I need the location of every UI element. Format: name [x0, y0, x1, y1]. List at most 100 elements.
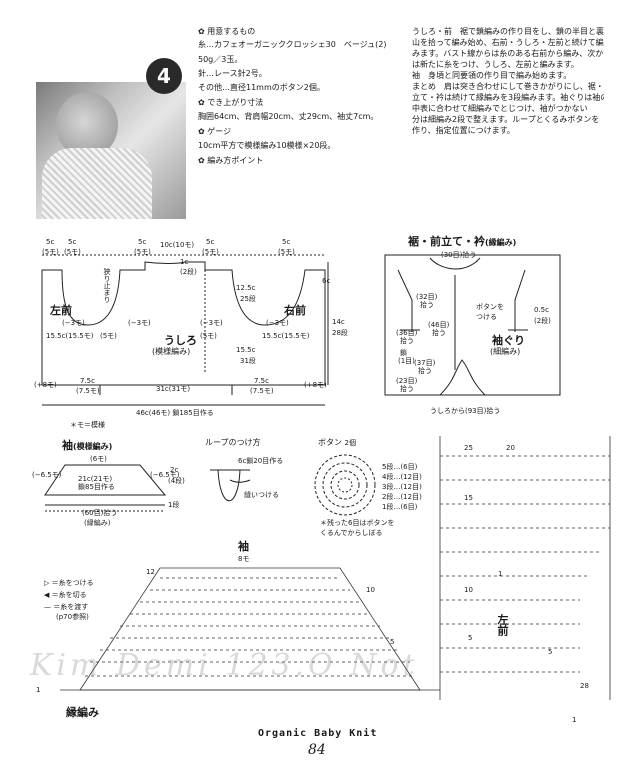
- edge-r3b: 拾う: [432, 329, 446, 337]
- left-front-label: 左前: [50, 304, 72, 317]
- edge-r5: (37目): [414, 359, 436, 367]
- page-number: 84: [308, 742, 326, 758]
- front-row-1b: 1: [572, 716, 577, 724]
- sleeve-side: 2c: [170, 466, 179, 474]
- front-row-15: 15: [464, 494, 473, 502]
- edge-r3: (46目): [428, 321, 450, 329]
- size-text: 胸囲64cm、背肩幅20cm、丈29cm、袖丈7cm。: [198, 112, 379, 121]
- dim-mid-2-sub: (5モ): [202, 248, 219, 256]
- footer-title: Organic Baby Knit: [258, 728, 378, 739]
- dim-left-2: 5c: [68, 238, 77, 246]
- instructions-block: うしろ・前 裾で鎖編みの作り目をし、鎖の半目と裏 山を拾って編み始め、右前・うし…: [412, 26, 604, 136]
- dim-mid-1-sub: (5モ): [134, 248, 151, 256]
- side-28rows: 28段: [332, 329, 348, 337]
- front-row-1: 1: [498, 570, 503, 578]
- sleeve-bottom-rows: 1段: [168, 501, 180, 509]
- materials-heading-text: 用意するもの: [207, 27, 256, 36]
- sleeve-bottom: (60目)拾う: [82, 509, 118, 517]
- sleeve-row-10: 10: [366, 586, 375, 594]
- sleeve-right-dec: (−6.5モ): [150, 471, 180, 479]
- sleeve-title-sub: (模様編み): [73, 442, 113, 451]
- dim-neck: 10c(10モ): [160, 241, 195, 249]
- edging-title-sub: (縁編み): [485, 238, 517, 247]
- edging-top: (30目)拾う: [441, 251, 477, 259]
- edge-chain: 鎖: [400, 349, 407, 357]
- instruction-line: 分は細編み2段で整えます。ループとくるみボタンを: [412, 115, 600, 124]
- bottom-left: 7.5c: [80, 377, 95, 385]
- sleeve-width: 21c(21モ): [78, 475, 113, 483]
- edge-r6b: 拾う: [400, 385, 414, 393]
- side-6c: 6c: [322, 277, 331, 285]
- neck-rows: (2段): [180, 268, 197, 276]
- gauge-text: 10cm平方で模様編み10模様×20段。: [198, 141, 336, 150]
- right-front-label: 右前: [284, 304, 306, 317]
- front-row-5b: 5: [548, 648, 553, 656]
- materials-needle: 針…レース針2号。: [198, 69, 267, 78]
- edge-r6: (23目): [396, 377, 418, 385]
- dim-mid-2: 5c: [206, 238, 215, 246]
- bottom-center: 31c(31モ): [156, 385, 191, 393]
- loop-title: ループのつけ方: [205, 438, 261, 447]
- photo-head: [56, 92, 118, 158]
- front-row-28: 28: [580, 682, 589, 690]
- gauge-heading: ✿ ゲージ: [198, 127, 232, 136]
- button-row-1: 1段…(6目): [382, 503, 418, 511]
- sleeve-side-rows: (4段): [168, 477, 185, 485]
- button-row-4: 4段…(12目): [382, 473, 422, 481]
- front-chart-label: 左前: [496, 614, 509, 636]
- size-heading: ✿ でき上がり寸法: [198, 98, 264, 107]
- dim-right-1-sub: (5モ): [278, 248, 295, 256]
- instruction-line: 中表に合わせて細編みでとじつけ、袖がつかない: [412, 104, 588, 113]
- mid-left: 15.5c(15.5モ): [46, 332, 94, 340]
- front-col-25: 25: [464, 444, 473, 452]
- cast-on: 46c(46モ) 鎖185目作る: [136, 409, 214, 417]
- armhole-sub: (細編み): [490, 347, 521, 356]
- edge-r5b: 拾う: [418, 367, 432, 375]
- sleeve-chart-top: 8モ: [238, 555, 250, 563]
- edge-r1: (32目): [416, 293, 438, 301]
- legend-cut: ◀ ＝糸を切る: [44, 591, 87, 599]
- dec-2: (−3モ): [128, 319, 151, 327]
- mid-c1: (5モ): [100, 332, 117, 340]
- front-row-5: 5: [468, 634, 473, 642]
- back-label: うしろ: [164, 334, 197, 347]
- button-row-3: 3段…(12目): [382, 483, 422, 491]
- sleeve-edge: (縁編み): [84, 519, 111, 527]
- neck-depth: 1c: [180, 258, 189, 266]
- edging-bottom: うしろから(93目)拾う: [430, 407, 501, 415]
- dec-3: (−3モ): [200, 319, 223, 327]
- front-col-20: 20: [506, 444, 515, 452]
- dec-1: (−3モ): [62, 319, 85, 327]
- size-heading-text: でき上がり寸法: [207, 98, 264, 107]
- dim-mid-1: 5c: [138, 238, 147, 246]
- instruction-line: うしろ・前 裾で鎖編みの作り目をし、鎖の半目と裏: [412, 27, 604, 36]
- child-photo: [36, 82, 186, 219]
- inc-right: (+8モ): [304, 381, 327, 389]
- materials-amount: 50g／3玉。: [198, 55, 243, 64]
- bottom-right-sub: (7.5モ): [250, 387, 274, 395]
- edge-r1b: 拾う: [420, 301, 434, 309]
- points-heading-text: 編み方ポイント: [207, 156, 264, 165]
- materials-yarn: 糸…カフェオーガニッククロッシェ30 ベージュ(2): [198, 40, 387, 49]
- legend-attach-text: ＝糸をつける: [51, 579, 94, 587]
- sleeve-row-12: 12: [146, 568, 155, 576]
- sleeve-left-dec: (−6.5モ): [32, 471, 62, 479]
- mid-c3: (5モ): [200, 332, 217, 340]
- side-14c: 14c: [332, 318, 345, 326]
- button-position: ボタンを つける: [476, 303, 504, 321]
- edging-label: 縁編み: [66, 706, 99, 719]
- shoulder-note: 狭り止まり: [103, 268, 111, 303]
- dim-left-1-sub: (5モ): [42, 248, 59, 256]
- bottom-left-sub: (7.5モ): [76, 387, 100, 395]
- materials-other: その他…直径11mmのボタン2個。: [198, 83, 325, 92]
- button-title: ボタン 2個: [318, 437, 356, 449]
- instruction-line: は新たに糸をつけ、うしろ、左前と編みます。: [412, 60, 579, 69]
- sleeve-chart-title: 袖: [238, 540, 249, 553]
- button-count: 2個: [344, 439, 357, 447]
- edge-r4: (1目): [398, 357, 415, 365]
- button-title-text: ボタン: [318, 438, 342, 447]
- dim-left-2-sub: (5モ): [64, 248, 81, 256]
- height-1-rows: 25段: [240, 295, 256, 303]
- sleeve-cast-on: 鎖85目作る: [78, 483, 115, 491]
